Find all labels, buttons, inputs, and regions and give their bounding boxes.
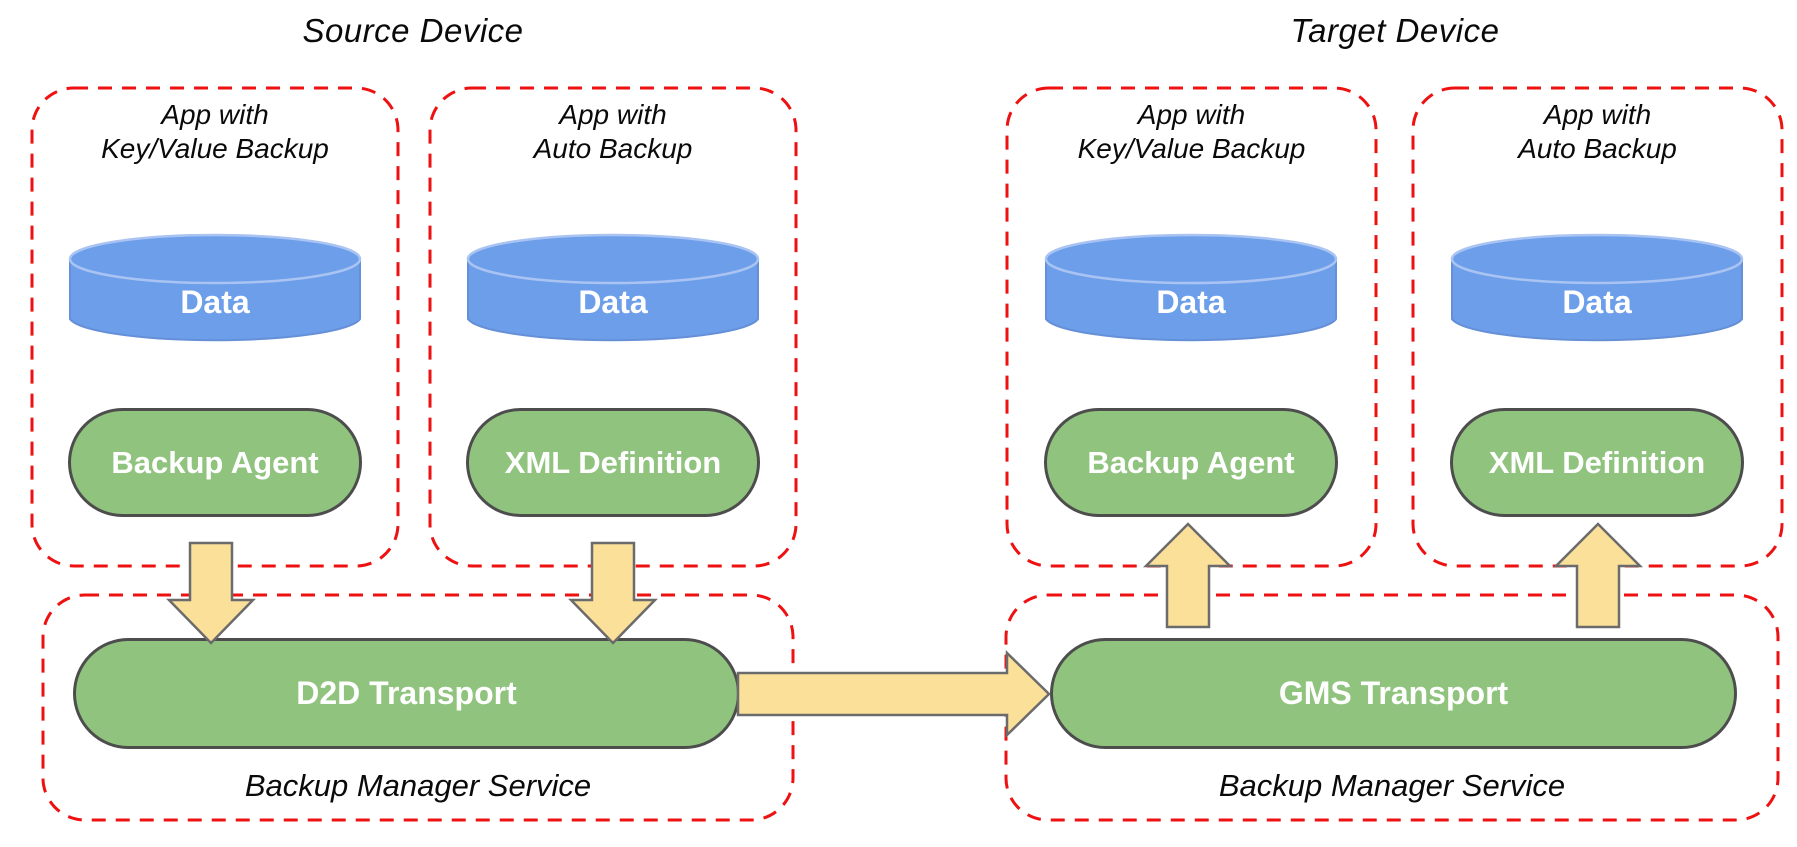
database-cylinder-icon	[1044, 233, 1338, 342]
database-cylinder-icon	[1450, 233, 1744, 342]
component-label: Backup Agent	[111, 444, 319, 480]
data-store-label: Data	[578, 283, 648, 320]
database-cylinder-icon	[68, 233, 362, 342]
d2d-transport-pill: D2D Transport	[73, 638, 740, 749]
right-arrow-icon	[736, 650, 1051, 738]
xml-definition-pill: XML Definition	[466, 408, 760, 517]
up-arrow-icon	[1552, 522, 1644, 629]
transport-label: D2D Transport	[296, 675, 517, 711]
data-store-label: Data	[1156, 283, 1226, 320]
source-device-title: Source Device	[302, 12, 524, 49]
backup-manager-service-caption: Backup Manager Service	[1218, 768, 1566, 803]
backup-manager-service-caption: Backup Manager Service	[244, 768, 592, 803]
database-cylinder-icon	[466, 233, 760, 342]
gms-transport-pill: GMS Transport	[1050, 638, 1737, 749]
xml-definition-pill: XML Definition	[1450, 408, 1744, 517]
app-label-line1: App with	[161, 99, 269, 130]
down-arrow-icon	[568, 541, 658, 645]
down-arrow-icon	[166, 541, 256, 645]
component-label: XML Definition	[504, 444, 722, 480]
app-label-line2: Key/Value Backup	[101, 133, 329, 164]
data-store-label: Data	[180, 283, 250, 320]
app-label-line2: Auto Backup	[1518, 133, 1677, 164]
component-label: XML Definition	[1488, 444, 1706, 480]
backup-agent-pill: Backup Agent	[68, 408, 362, 517]
component-label: Backup Agent	[1087, 444, 1295, 480]
app-label: App with Auto Backup	[430, 98, 796, 166]
app-label-line1: App with	[1543, 99, 1652, 130]
app-label: App with Auto Backup	[1413, 98, 1782, 166]
up-arrow-icon	[1142, 522, 1234, 629]
target-device-title: Target Device	[1290, 12, 1500, 49]
app-label-line2: Key/Value Backup	[1077, 133, 1306, 164]
app-label-line1: App with	[559, 99, 667, 130]
transport-label: GMS Transport	[1278, 675, 1509, 711]
app-label-line2: Auto Backup	[533, 133, 693, 164]
app-label: App with Key/Value Backup	[1007, 98, 1376, 166]
app-label-line1: App with	[1137, 99, 1246, 130]
backup-agent-pill: Backup Agent	[1044, 408, 1338, 517]
data-store-label: Data	[1562, 283, 1632, 320]
app-label: App with Key/Value Backup	[32, 98, 398, 166]
